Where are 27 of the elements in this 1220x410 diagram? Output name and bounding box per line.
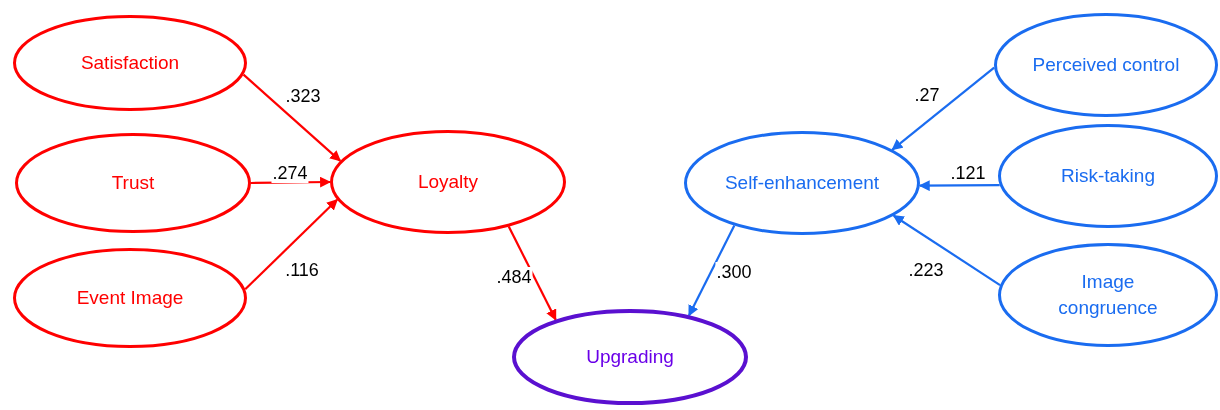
node-label: Upgrading (586, 345, 674, 369)
node-label: Self-enhancement (724, 171, 880, 195)
arrow (892, 214, 1001, 286)
arrow (251, 176, 332, 188)
node-label: Perceived control (1032, 53, 1180, 77)
edge-label: .274 (271, 163, 309, 183)
construct-ellipse (330, 130, 566, 234)
arrow (244, 199, 338, 291)
construct-ellipse (15, 133, 251, 233)
construct-ellipse (998, 243, 1218, 347)
node-label: Event Image (76, 286, 184, 310)
construct-ellipse (684, 131, 920, 235)
arrow (242, 73, 341, 162)
node-label: Image congruence (1057, 270, 1159, 320)
arrow (918, 180, 1000, 192)
node-label: Trust (111, 171, 155, 195)
construct-ellipse (512, 309, 748, 405)
arrow (688, 225, 736, 317)
arrow (507, 226, 557, 321)
construct-ellipse (13, 248, 247, 348)
construct-ellipse (994, 13, 1218, 117)
node-label: Risk-taking (1061, 164, 1155, 188)
node-label: Satisfaction (80, 51, 180, 75)
arrow (891, 66, 995, 151)
node-label: Loyalty (417, 170, 479, 194)
construct-ellipse (13, 15, 247, 111)
construct-ellipse (998, 124, 1218, 228)
